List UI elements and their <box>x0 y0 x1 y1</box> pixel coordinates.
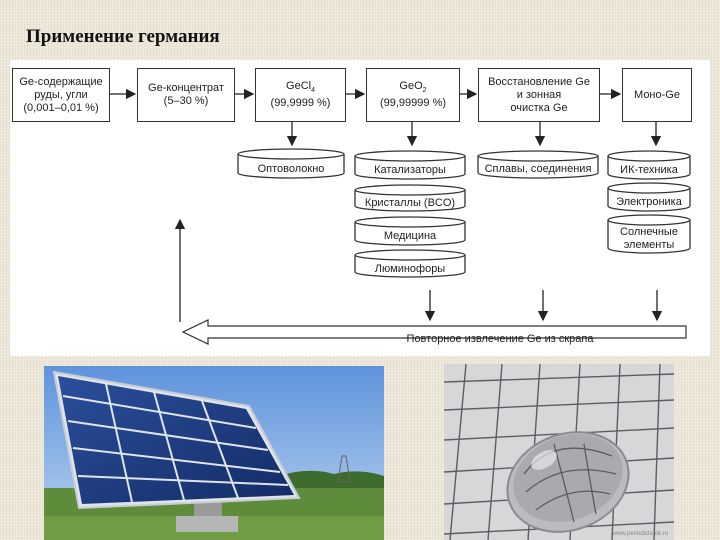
germanium-lens-photo: www.periodictable.ru <box>444 364 674 540</box>
gecl4-purity: (99,9999 %) <box>270 97 331 110</box>
cylinder-solar-cells: Солнечные элементы <box>620 226 678 251</box>
process-box-ore: Ge-содержащие руды, угли (0,001–0,01 %) <box>12 68 110 122</box>
lens-illustration <box>444 364 674 540</box>
germanium-flow-diagram: Ge-содержащие руды, угли (0,001–0,01 %) … <box>10 60 710 356</box>
recycle-arrow <box>181 319 687 345</box>
process-box-concentrate: Ge-концентрат (5–30 %) <box>137 68 235 122</box>
cylinder-ir-tech: ИК-техника <box>620 163 678 176</box>
gecl4-formula: GeCl4 <box>286 79 315 95</box>
solar-cell-grid <box>58 376 294 504</box>
cylinder-crystals: Кристаллы (BCO) <box>364 196 456 209</box>
process-box-reduction: Восстановление Ge и зонная очистка Ge <box>478 68 600 122</box>
lens-disc <box>506 431 630 533</box>
geo2-purity: (99,99999 %) <box>379 97 447 110</box>
recycle-label: Повторное извлечение Ge из скрапа <box>406 333 594 345</box>
slide-title: Применение германия <box>26 26 220 47</box>
cylinder-medicine: Медицина <box>383 229 437 242</box>
photo-watermark: www.periodictable.ru <box>612 531 668 537</box>
process-box-gecl4: GeCl4 (99,9999 %) <box>255 68 346 122</box>
cylinder-phosphors: Люминофоры <box>374 262 446 275</box>
solar-panel-illustration <box>44 366 384 540</box>
cylinder-alloys: Сплавы, соединения <box>484 162 592 175</box>
cylinder-electronics: Электроника <box>616 195 682 208</box>
cylinders <box>237 148 691 278</box>
process-box-geo2: GeO2 (99,99999 %) <box>366 68 460 122</box>
solar-panel-photo <box>44 366 384 540</box>
diagram-connectors <box>110 88 691 345</box>
process-box-mono-ge: Моно-Ge <box>622 68 692 122</box>
cylinder-optic-fiber: Оптоволокно <box>257 162 325 175</box>
geo2-formula: GeO2 <box>399 79 427 95</box>
cylinder-catalysts: Катализаторы <box>374 163 446 176</box>
